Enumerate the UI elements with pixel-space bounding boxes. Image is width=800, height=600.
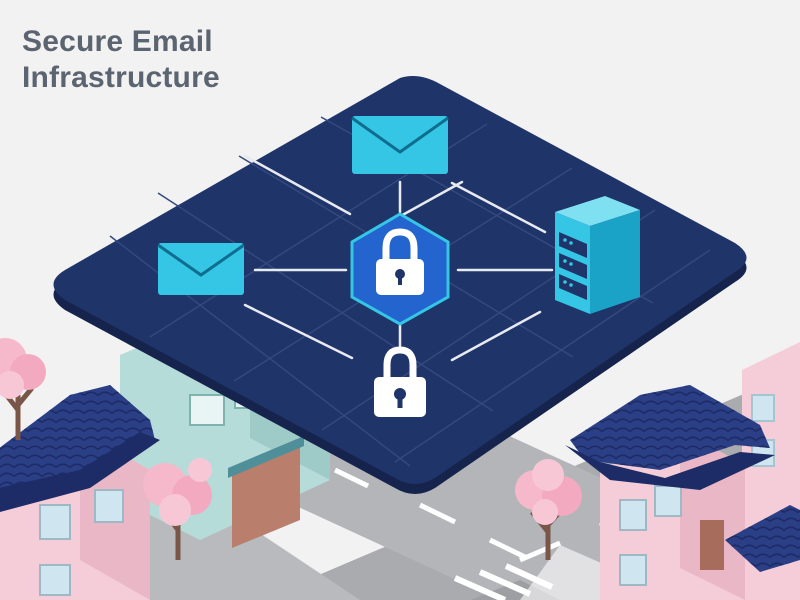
connection-lines <box>243 154 554 362</box>
house-right <box>565 385 800 600</box>
hub-node <box>350 212 450 326</box>
link-diagonal-5 <box>450 310 542 362</box>
padlock-icon <box>376 228 424 295</box>
house-left <box>0 385 160 600</box>
blossom-tree-right <box>515 459 582 560</box>
blossom-tree-left <box>0 338 46 440</box>
padlock-icon <box>374 346 426 417</box>
title-line-2: Infrastructure <box>22 61 220 94</box>
envelope-icon <box>157 243 245 295</box>
link-diagonal-3 <box>450 181 547 234</box>
link-diagonal-2 <box>243 154 352 216</box>
link-diagonal-4 <box>243 303 354 360</box>
server-icon <box>555 196 640 314</box>
title-line-1: Secure Email <box>22 25 213 58</box>
envelope-icon <box>351 116 449 174</box>
blossom-tree-center <box>143 458 212 560</box>
page-title: Secure Email Infrastructure <box>22 24 220 96</box>
